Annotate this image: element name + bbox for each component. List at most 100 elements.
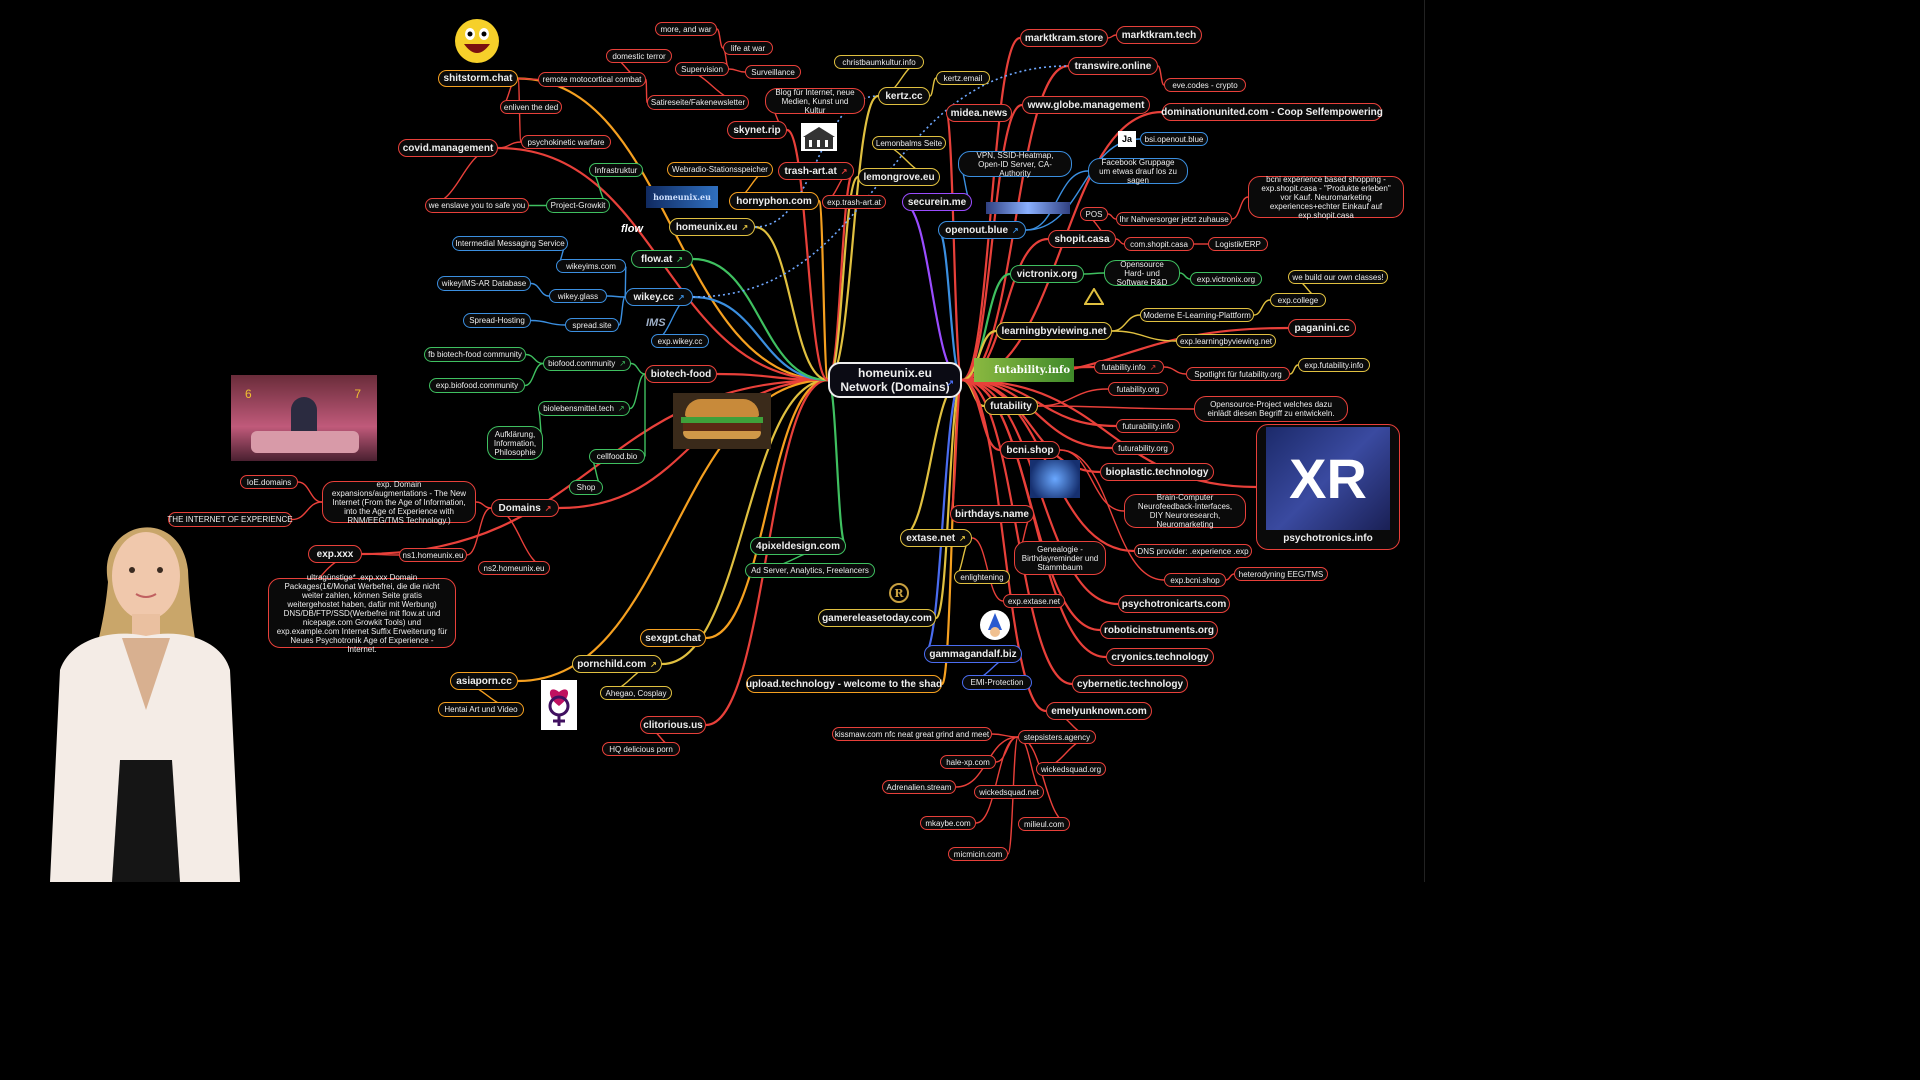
node-bcniexp[interactable]: bcni experience based shopping - exp.sho… — [1248, 175, 1404, 220]
node-braincomputer[interactable]: Brain-Computer Neurofeedback-Interfaces,… — [1124, 493, 1246, 529]
node-biofoodcomm[interactable]: biofood.community↗ — [543, 356, 631, 371]
external-link-icon[interactable]: ↗ — [959, 533, 966, 543]
node-infrastruktur[interactable]: Infrastruktur — [589, 163, 643, 177]
node-bsiopenout[interactable]: bsi.openout.blue — [1140, 132, 1208, 146]
node-extase[interactable]: extase.net↗ — [900, 529, 972, 547]
center-node[interactable]: homeunix.eu Network (Domains) ↗ — [828, 362, 962, 398]
node-adserver[interactable]: Ad Server, Analytics, Freelancers — [745, 563, 875, 578]
node-trashart[interactable]: trash-art.at↗ — [778, 162, 854, 180]
external-link-icon[interactable]: ↗ — [544, 503, 552, 513]
node-webuild[interactable]: we build our own classes! — [1288, 270, 1388, 284]
node-expextase[interactable]: exp.extase.net — [1003, 594, 1065, 608]
node-shopitcasa[interactable]: shopit.casa — [1048, 230, 1116, 248]
node-genealogie[interactable]: Genealogie - Birthdayreminder und Stammb… — [1014, 541, 1106, 575]
node-lemonbalms[interactable]: Lemonbalms Seite — [872, 136, 946, 150]
node-cryonics[interactable]: cryonics.technology — [1106, 648, 1214, 666]
node-futabilityorg[interactable]: futability.org — [1108, 382, 1168, 396]
node-spotlight[interactable]: Spotlight für futability.org — [1186, 367, 1290, 381]
node-expbiofood[interactable]: exp.biofood.community — [429, 378, 525, 393]
external-link-icon[interactable]: ↗ — [741, 222, 749, 232]
node-emi[interactable]: EMI-Protection — [962, 675, 1032, 690]
node-domesticterror[interactable]: domestic terror — [606, 49, 672, 63]
node-spreadsite[interactable]: spread.site — [565, 318, 619, 332]
node-logistik[interactable]: Logistik/ERP — [1208, 237, 1268, 251]
node-victronix[interactable]: victronix.org — [1010, 265, 1084, 283]
node-internetexp[interactable]: THE INTERNET OF EXPERIENCE — [167, 512, 293, 527]
node-ihrnahversorger[interactable]: Ihr Nahversorger jetzt zuhause — [1116, 212, 1232, 226]
node-wikeyims[interactable]: wikeyims.com — [556, 259, 626, 273]
node-lemongrove[interactable]: lemongrove.eu — [858, 168, 940, 186]
node-hentai[interactable]: Hentai Art und Video — [438, 702, 524, 717]
node-psychokinetic[interactable]: psychokinetic warfare — [521, 135, 611, 149]
node-satireseite[interactable]: Satireseite/Fakenewsletter — [647, 95, 749, 110]
node-paganini[interactable]: paganini.cc — [1288, 319, 1356, 337]
node-hornyphon[interactable]: hornyphon.com — [729, 192, 819, 210]
node-wikeyims2[interactable]: wikeyIMS-AR Database — [437, 276, 531, 291]
node-sexgpt[interactable]: sexgpt.chat — [640, 629, 706, 647]
node-biotechfood[interactable]: biotech-food — [645, 365, 717, 383]
node-futurabilityorg[interactable]: futurability.org — [1112, 441, 1174, 455]
node-biolebensmittel[interactable]: biolebensmittel.tech↗ — [538, 401, 630, 416]
node-aufklarung[interactable]: Aufklärung, Information, Philosophie — [487, 426, 543, 460]
node-opensourceproj[interactable]: Opensource-Project welches dazu einlädt … — [1194, 396, 1348, 422]
node-skynet[interactable]: skynet.rip — [727, 121, 787, 139]
node-globe[interactable]: www.globe.management — [1022, 96, 1150, 114]
node-shop[interactable]: Shop — [569, 480, 603, 495]
node-pornchild[interactable]: pornchild.com↗ — [572, 655, 662, 673]
node-fourpixel[interactable]: 4pixeldesign.com — [750, 537, 846, 555]
node-futability[interactable]: futability — [984, 397, 1038, 415]
node-futabilityinfo[interactable]: futability.info↗ — [1094, 360, 1164, 374]
video-thumbnail[interactable]: 6 7 — [231, 375, 377, 461]
node-vpn[interactable]: VPN, SSID-Heatmap, Open-ID Server, CA-Au… — [958, 151, 1072, 178]
node-fbbiotech[interactable]: fb biotech-food community — [424, 347, 526, 362]
node-shitstorm[interactable]: shitstorm.chat — [438, 70, 518, 87]
node-ns1[interactable]: ns1.homeunix.eu — [399, 548, 467, 562]
node-explearning[interactable]: exp.learningbyviewing.net — [1176, 334, 1276, 348]
node-asiaporn[interactable]: asiaporn.cc — [450, 672, 518, 690]
node-robotic[interactable]: roboticinstruments.org — [1100, 621, 1218, 639]
node-gamerelease[interactable]: gamereleasetoday.com — [818, 609, 936, 627]
node-spreadhosting[interactable]: Spread-Hosting — [463, 313, 531, 328]
node-securein[interactable]: securein.me — [902, 193, 972, 211]
node-cybernetic[interactable]: cybernetic.technology — [1072, 675, 1188, 693]
node-projectgrowkit[interactable]: Project-Growkit — [546, 198, 610, 213]
node-intermedial[interactable]: Intermedial Messaging Service — [452, 236, 568, 251]
node-weenslave[interactable]: we enslave you to safe you — [425, 198, 529, 213]
node-gammagandalf[interactable]: gammagandalf.biz — [924, 645, 1022, 663]
node-expcollege[interactable]: exp.college — [1270, 293, 1326, 307]
node-expbcni[interactable]: exp.bcni.shop — [1164, 573, 1226, 587]
node-emelyunknown[interactable]: emelyunknown.com — [1046, 702, 1152, 720]
node-kertzemail[interactable]: kertz.email — [936, 71, 990, 85]
node-adrenalien[interactable]: Adrenalien.stream — [882, 780, 956, 794]
node-expwikey[interactable]: exp.wikey.cc — [651, 334, 709, 348]
node-milieul[interactable]: milieul.com — [1018, 817, 1070, 831]
node-hqdelicious[interactable]: HQ delicious porn — [602, 742, 680, 756]
node-clitorious[interactable]: clitorious.us — [640, 716, 706, 734]
node-evecodes[interactable]: eve.codes - crypto — [1164, 78, 1246, 92]
node-expfutability[interactable]: exp.futability.info — [1298, 358, 1370, 372]
node-upload[interactable]: upload.technology - welcome to the shad — [746, 675, 942, 693]
node-dnsprovider[interactable]: DNS provider: .experience .exp — [1134, 544, 1252, 558]
external-link-icon[interactable]: ↗ — [677, 292, 685, 302]
node-expxxx[interactable]: exp.xxx — [308, 545, 362, 563]
node-psychotronicarts[interactable]: psychotronicarts.com — [1118, 595, 1230, 613]
external-link-icon[interactable]: ↗ — [946, 378, 954, 388]
node-heterodyning[interactable]: heterodyning EEG/TMS — [1234, 567, 1328, 581]
node-webradio[interactable]: Webradio-Stationsspeicher — [667, 162, 773, 177]
node-covid[interactable]: covid.management — [398, 139, 498, 157]
node-opensourcehw[interactable]: Opensource Hard- und Software R&D — [1104, 260, 1180, 287]
node-mideanews[interactable]: midea.news — [946, 104, 1012, 122]
node-mkaybe[interactable]: mkaybe.com — [920, 816, 976, 830]
node-lifeatwar[interactable]: life at war — [723, 41, 773, 55]
node-marktkramstore[interactable]: marktkram.store — [1020, 29, 1108, 47]
node-ioedomains[interactable]: IoE.domains — [240, 475, 298, 489]
external-link-icon[interactable]: ↗ — [650, 659, 657, 669]
node-bioplastic[interactable]: bioplastic.technology — [1100, 463, 1214, 481]
external-link-icon[interactable]: ↗ — [618, 404, 625, 413]
node-enlighten[interactable]: enlightening — [954, 570, 1010, 584]
node-flowat[interactable]: flow.at↗ — [631, 250, 693, 268]
node-christbaum[interactable]: christbaumkultur.info — [834, 55, 924, 69]
node-facebookgruppe[interactable]: Facebook Gruppage um etwas drauf los zu … — [1088, 158, 1188, 185]
node-exptrash[interactable]: exp.trash-art.at — [822, 195, 886, 209]
